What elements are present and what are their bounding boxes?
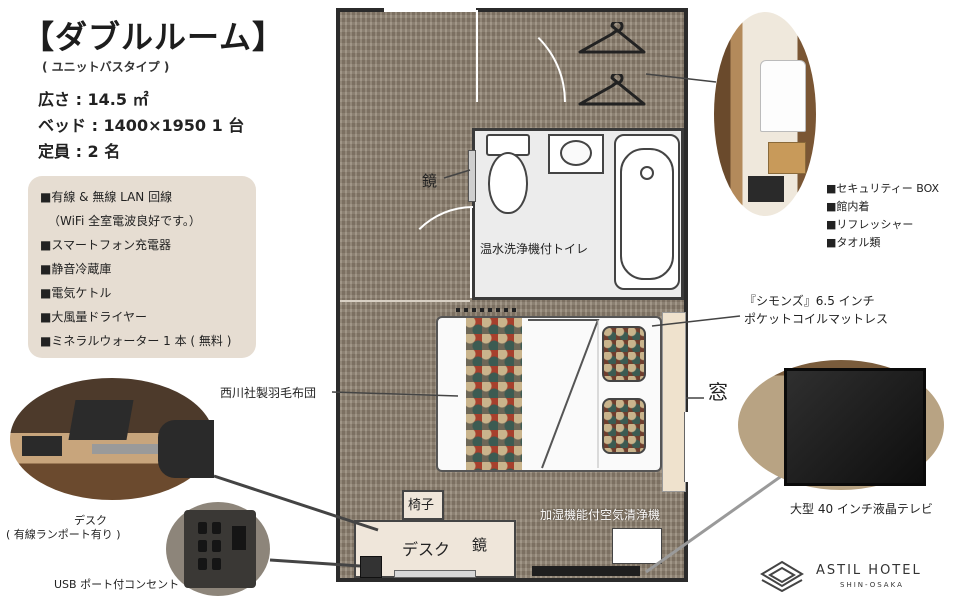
- toilet-bowl: [488, 152, 528, 214]
- hotel-name: ASTIL HOTEL: [816, 563, 922, 578]
- desk-caption-line2: ( 有線ランポート有り ): [6, 528, 121, 541]
- closet-basket: [768, 142, 806, 174]
- tv-stand: [532, 566, 640, 576]
- bathtub-inner: [620, 148, 674, 280]
- socket: [212, 540, 221, 552]
- desk-label: デスク: [402, 540, 451, 559]
- room-capacity: 定員 : 2 名: [38, 142, 121, 161]
- socket: [198, 558, 207, 570]
- duvet-caption: 西川社製羽毛布団: [220, 386, 317, 400]
- laptop-keyboard: [92, 444, 170, 454]
- amenity-item: ■静音冷蔵庫: [40, 262, 112, 276]
- desk-mirror: [394, 570, 476, 578]
- chair: [402, 490, 444, 520]
- air-purifier: [612, 528, 662, 564]
- room-type-subtitle: ( ユニットバスタイプ ): [42, 60, 170, 74]
- desk-phone: [22, 436, 62, 456]
- amenities-panel: ■有線 & 無線 LAN 回線 （WiFi 全室電波良好です。） ■スマートフォ…: [28, 176, 256, 358]
- mattress-caption-line1: 『シモンズ』6.5 インチ: [744, 294, 875, 308]
- amenity-item: ■大風量ドライヤー: [40, 310, 147, 324]
- socket: [198, 540, 207, 552]
- chair-label: 椅子: [408, 498, 435, 513]
- socket: [212, 558, 221, 570]
- toilet-label: 温水洗浄機付トイレ: [480, 242, 589, 256]
- room-area: 広さ : 14.5 ㎡: [38, 90, 149, 109]
- headboard-marks: [456, 308, 520, 312]
- person-arm: [158, 420, 214, 478]
- amenity-item: ■ミネラルウォーター 1 本 ( 無料 ): [40, 334, 232, 348]
- window: [684, 412, 689, 482]
- bath-mirror-label: 鏡: [422, 172, 438, 190]
- hotel-logo-icon: [760, 560, 804, 592]
- bathroom-door-leaf: [470, 206, 472, 298]
- bath-mirror: [468, 150, 476, 202]
- laptop: [68, 400, 134, 440]
- amenity-item: ■有線 & 無線 LAN 回線: [40, 190, 173, 204]
- tv-caption: 大型 40 インチ液晶テレビ: [790, 502, 933, 516]
- amenity-item: ■電気ケトル: [40, 286, 112, 300]
- mattress-caption-line2: ポケットコイルマットレス: [744, 312, 889, 326]
- page-title: 【ダブルルーム】: [22, 18, 286, 56]
- usb-port: [232, 526, 246, 550]
- desk-mirror-label: 鏡: [472, 536, 488, 554]
- outlet-marker: [360, 556, 382, 578]
- closet-item: ■タオル類: [826, 236, 881, 249]
- bed-runner: [466, 318, 522, 470]
- closet-item: ■リフレッシャー: [826, 218, 914, 231]
- hotel-location: SHIN-OSAKA: [840, 581, 904, 589]
- hanger-icon: [578, 22, 646, 54]
- security-box: [748, 176, 784, 202]
- amenity-item: （WiFi 全室電波良好です。）: [48, 214, 201, 228]
- pillow: [602, 398, 646, 454]
- closet-item: ■館内着: [826, 200, 870, 213]
- amenity-item: ■スマートフォン充電器: [40, 238, 171, 252]
- bathtub-drain: [640, 166, 654, 180]
- closet-robe: [760, 60, 806, 132]
- entrance-door: [384, 8, 476, 12]
- pillow: [602, 326, 646, 382]
- television: [784, 368, 926, 486]
- bed-size: ベッド : 1400×1950 1 台: [38, 116, 245, 135]
- duvet-fold: [528, 319, 600, 469]
- socket: [212, 522, 221, 534]
- window-label: 窓: [708, 380, 728, 404]
- purifier-label: 加湿機能付空気清浄機: [540, 508, 661, 522]
- usb-outlet-caption: USB ポート付コンセント: [54, 578, 180, 591]
- socket: [198, 522, 207, 534]
- desk-caption-line1: デスク: [74, 514, 107, 527]
- hanger-icon: [578, 74, 646, 106]
- partition-line: [340, 300, 470, 302]
- closet-item: ■セキュリティー BOX: [826, 182, 940, 195]
- entrance-door-leaf: [476, 10, 478, 102]
- window-sill: [662, 312, 686, 492]
- washbasin-bowl: [560, 140, 592, 166]
